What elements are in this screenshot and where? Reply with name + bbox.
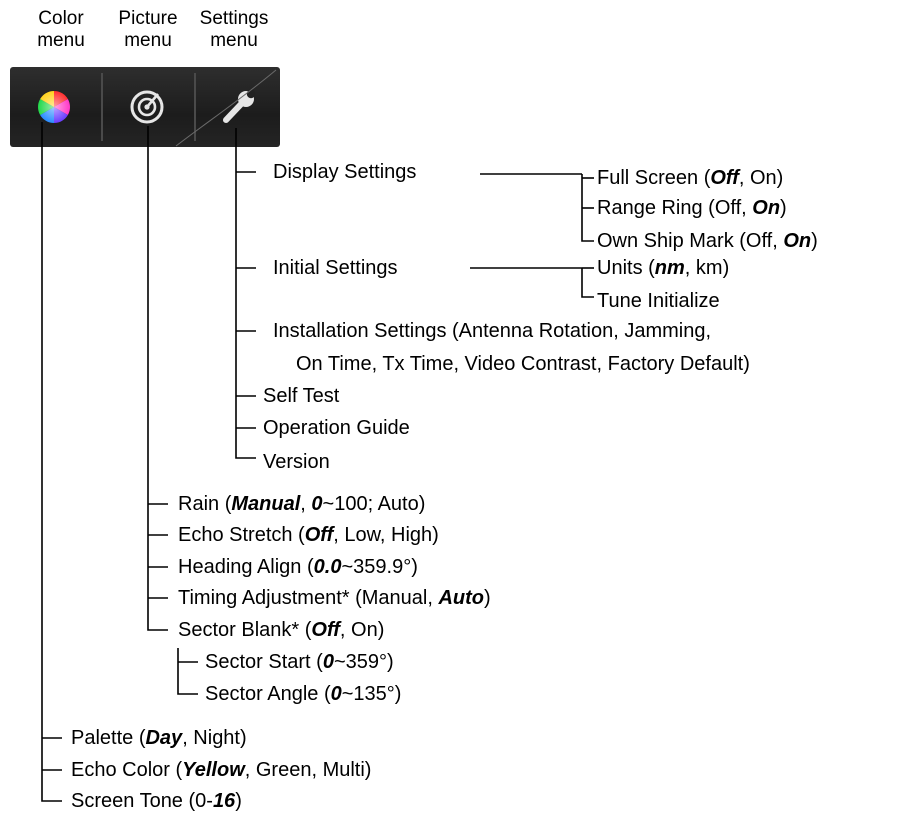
label-text: ) <box>811 230 818 252</box>
label-text: ) <box>235 790 242 812</box>
default-value: Off <box>710 167 739 189</box>
label-text: , On) <box>339 619 385 641</box>
settings-menu-button[interactable] <box>196 67 280 147</box>
range-ring-item: Range Ring (Off, On) <box>597 196 787 220</box>
default-value: 0 <box>330 683 342 705</box>
label-text: Units ( <box>597 257 655 279</box>
label-text: , On) <box>738 167 784 189</box>
label-text: Echo Color ( <box>71 759 183 781</box>
default-value: Day <box>145 727 183 749</box>
label-text: Sector Blank* ( <box>178 619 312 641</box>
units-item: Units (nm, km) <box>597 256 729 280</box>
picture-menu-button[interactable] <box>103 67 191 147</box>
default-value: Yellow <box>182 759 245 781</box>
echo-color-item: Echo Color (Yellow, Green, Multi) <box>71 758 371 782</box>
full-screen-item: Full Screen (Off, On) <box>597 166 783 190</box>
default-value: 0 <box>322 651 334 673</box>
label-text: Palette ( <box>71 727 146 749</box>
color-wheel-icon <box>37 91 71 123</box>
default-value: nm <box>654 257 685 279</box>
default-value: On <box>783 230 812 252</box>
default-value: On <box>752 197 781 219</box>
heading-align-item: Heading Align (0.0~359.9°) <box>178 555 418 579</box>
default-value: Auto <box>438 587 485 609</box>
label-text: Screen Tone (0- <box>71 790 213 812</box>
display-settings-item: Display Settings <box>273 161 417 183</box>
toolbar-divider <box>194 73 196 141</box>
label-text: Range Ring (Off, <box>597 197 753 219</box>
version-item: Version <box>263 451 330 473</box>
picture-menu-header-line1: Picture <box>118 8 178 29</box>
label-text: Own Ship Mark (Off, <box>597 230 784 252</box>
color-menu-header-line2: menu <box>37 30 85 51</box>
label-text: ) <box>780 197 787 219</box>
label-text: Heading Align ( <box>178 556 314 578</box>
label-text: ~135°) <box>341 683 402 705</box>
installation-settings-item: Installation Settings (Antenna Rotation,… <box>273 320 712 342</box>
default-value: Manual <box>231 493 301 515</box>
picture-menu-header: Picture menu <box>112 8 184 52</box>
operation-guide-item: Operation Guide <box>263 417 410 439</box>
default-value: 0.0 <box>313 556 342 578</box>
label-text: , Green, Multi) <box>244 759 372 781</box>
label-text: Sector Start ( <box>205 651 323 673</box>
own-ship-mark-item: Own Ship Mark (Off, On) <box>597 229 818 253</box>
timing-adjustment-item: Timing Adjustment* (Manual, Auto) <box>178 586 491 610</box>
label-text: Rain ( <box>178 493 232 515</box>
default-value: 0 <box>311 493 323 515</box>
label-text: , Night) <box>182 727 247 749</box>
menu-toolbar <box>10 67 280 147</box>
color-menu-header-line1: Color <box>38 8 84 29</box>
default-value: Off <box>304 524 334 546</box>
label-text: , Low, High) <box>333 524 439 546</box>
label-text: ~359.9°) <box>341 556 418 578</box>
initial-settings-item: Initial Settings <box>273 257 398 279</box>
label-text: Timing Adjustment* (Manual, <box>178 587 439 609</box>
screen-tone-item: Screen Tone (0-16) <box>71 789 242 813</box>
label-text: ~100; Auto) <box>322 493 426 515</box>
self-test-item: Self Test <box>263 385 340 407</box>
echo-stretch-item: Echo Stretch (Off, Low, High) <box>178 523 439 547</box>
label-text: , <box>300 493 312 515</box>
label-text: Echo Stretch ( <box>178 524 305 546</box>
radar-icon <box>130 90 164 124</box>
settings-menu-header-line2: menu <box>210 30 258 51</box>
label-text: ) <box>484 587 491 609</box>
picture-menu-header-line2: menu <box>124 30 172 51</box>
tune-initialize-item: Tune Initialize <box>597 290 720 312</box>
sector-angle-item: Sector Angle (0~135°) <box>205 682 401 706</box>
label-text: Full Screen ( <box>597 167 711 189</box>
label-text: ~359°) <box>333 651 394 673</box>
installation-settings-item-cont: On Time, Tx Time, Video Contrast, Factor… <box>296 353 750 375</box>
color-menu-button[interactable] <box>10 67 98 147</box>
default-value: Off <box>311 619 340 641</box>
settings-menu-header-line1: Settings <box>199 8 269 29</box>
sector-start-item: Sector Start (0~359°) <box>205 650 394 674</box>
label-text: , km) <box>684 257 730 279</box>
toolbar-divider <box>101 73 103 141</box>
default-value: 16 <box>212 790 236 812</box>
label-text: Sector Angle ( <box>205 683 331 705</box>
sector-blank-item: Sector Blank* (Off, On) <box>178 618 384 642</box>
color-menu-header: Color menu <box>26 8 96 52</box>
palette-item: Palette (Day, Night) <box>71 726 247 750</box>
settings-menu-header: Settings menu <box>186 8 282 52</box>
wrench-icon <box>223 89 256 123</box>
rain-item: Rain (Manual, 0~100; Auto) <box>178 492 425 516</box>
